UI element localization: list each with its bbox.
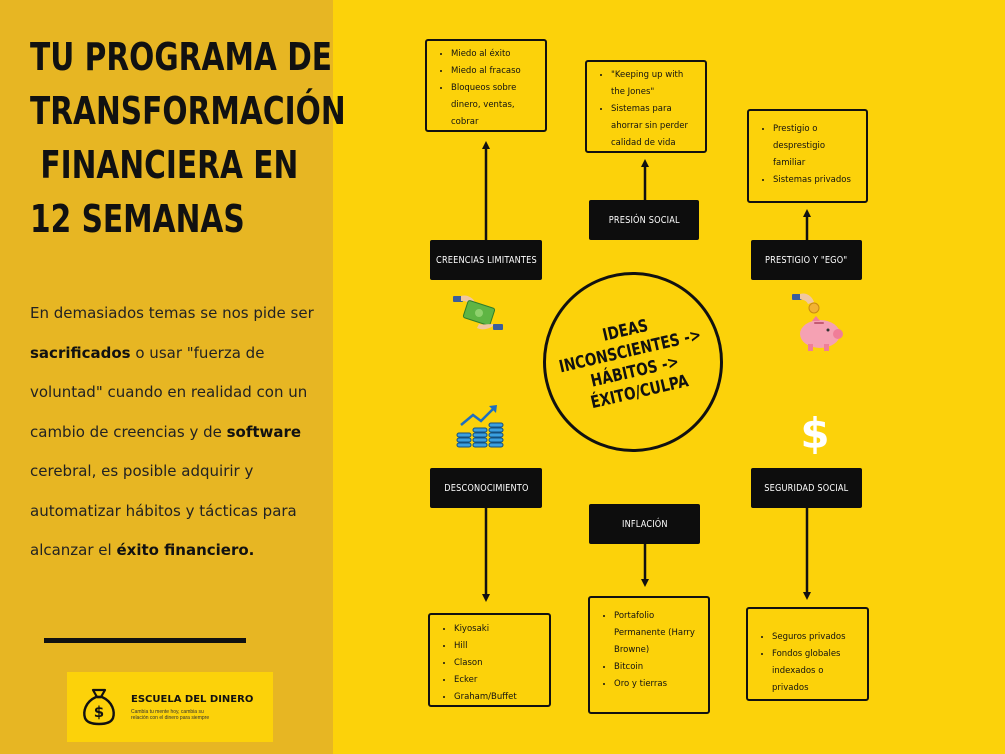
list-item: Kiyosaki (454, 621, 543, 638)
svg-text:$: $ (800, 409, 829, 454)
list-item: Seguros privados (772, 629, 861, 646)
piggy-bank-icon (792, 293, 843, 351)
dollar-sign-icon: $ (800, 409, 829, 454)
node-creencias-limitantes: CREENCIAS LIMITANTES (430, 240, 542, 280)
box-presion: "Keeping up with the Jones" Sistemas par… (585, 60, 707, 153)
list-item: Miedo al fracaso (451, 63, 539, 80)
center-circle (543, 272, 723, 452)
node-label: PRESTIGIO Y "EGO" (765, 254, 848, 266)
logo: $ ESCUELA DEL DINERO Cambia tu mente hoy… (67, 672, 273, 742)
node-label: PRESIÓN SOCIAL (608, 214, 680, 226)
divider (44, 638, 246, 643)
node-desconocimiento: DESCONOCIMIENTO (430, 468, 542, 508)
intro-bold-software: software (226, 422, 302, 441)
logo-tagline: Cambia tu mente hoy, cambia su relación … (131, 709, 210, 721)
intro-bold-sacrificados: sacrificados (30, 343, 131, 362)
intro-bold-exito: éxito financiero. (116, 541, 255, 559)
box-prestigio: Prestigio o desprestigio familiar Sistem… (747, 109, 868, 203)
list-item: Ecker (454, 672, 543, 689)
node-presion-social: PRESIÓN SOCIAL (589, 200, 699, 240)
list-item: Sistemas para ahorrar sin perder calidad… (611, 101, 699, 152)
node-prestigio-ego: PRESTIGIO Y "EGO" (751, 240, 862, 280)
money-bag-icon: $ (83, 688, 115, 726)
center-text: IDEAS INCONSCIENTES -> HÁBITOS -> ÉXITO/… (543, 272, 723, 452)
list-item: Oro y tierras (614, 676, 702, 693)
list-item: Hill (454, 638, 543, 655)
list-item: Portafolio Permanente (Harry Browne) (614, 608, 702, 659)
money-transfer-icon (453, 295, 503, 330)
box-seguridad: Seguros privados Fondos globales indexad… (746, 607, 869, 701)
list-item: Miedo al éxito (451, 46, 539, 63)
list-item: Bitcoin (614, 659, 702, 676)
left-panel (0, 0, 333, 754)
list-item: Prestigio o desprestigio familiar (773, 121, 860, 172)
intro-paragraph: En demasiados temas se nos pide ser sacr… (30, 294, 320, 571)
intro-text: cerebral, es posible adquirir y automati… (30, 462, 297, 559)
list-item: "Keeping up with the Jones" (611, 67, 699, 101)
list-item: Clason (454, 655, 543, 672)
logo-name: ESCUELA DEL DINERO (131, 694, 254, 705)
list-item: Sistemas privados (773, 172, 860, 189)
title-line: 12 SEMANAS (30, 197, 245, 241)
list-item: Fondos globales indexados o privados (772, 646, 861, 697)
list-item: Bloqueos sobre dinero, ventas, cobrar (451, 80, 539, 131)
box-desconocimiento: Kiyosaki Hill Clason Ecker Graham/Buffet (428, 613, 551, 707)
node-label: INFLACIÓN (621, 518, 668, 530)
node-label: CREENCIAS LIMITANTES (435, 254, 537, 266)
intro-text: En demasiados temas se nos pide ser (30, 304, 314, 322)
box-inflacion: Portafolio Permanente (Harry Browne) Bit… (588, 596, 710, 714)
svg-text:$: $ (94, 703, 104, 721)
node-seguridad-social: SEGURIDAD SOCIAL (751, 468, 862, 508)
node-label: SEGURIDAD SOCIAL (764, 482, 849, 494)
intro-text: o usar "fuerza de voluntad" cuando en re… (30, 343, 308, 441)
box-creencias: Miedo al éxito Miedo al fracaso Bloqueos… (425, 39, 547, 132)
node-inflacion: INFLACIÓN (589, 504, 700, 544)
node-label: DESCONOCIMIENTO (443, 482, 529, 494)
coin-stacks-growth-icon (456, 405, 504, 448)
list-item: Graham/Buffet (454, 689, 543, 706)
